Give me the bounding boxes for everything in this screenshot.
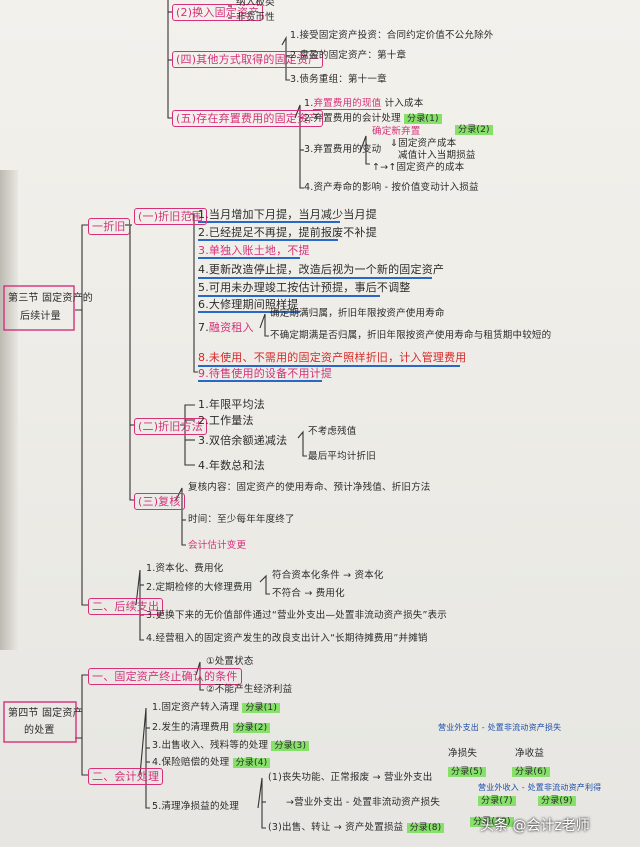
- sub-2: 2.定期检修的大修理费用: [146, 582, 253, 593]
- acc-5-2: →营业外支出 - 处置非流动资产损失: [286, 797, 441, 808]
- acc-1: 1.固定资产转入清理 分录(1): [152, 702, 281, 714]
- disposal-2: 2.弃置费用的会计处理 分录(1): [304, 113, 442, 125]
- review-1: 复核内容：固定资产的使用寿命、预计净残值、折旧方法: [188, 482, 431, 493]
- disposal-2-tag2: 分录(2): [455, 124, 493, 136]
- other-1: 1.接受固定资产投资：合同约定价值不公允除外: [290, 30, 494, 41]
- acc-5-1: (1)丧失功能、正常报废 → 营业外支出: [268, 772, 433, 783]
- derecognition-node: 一、固定资产终止确认的条件: [88, 668, 242, 685]
- section2-title-a: 第三节 固定资产的: [8, 293, 93, 304]
- method-3a: 不考虑残值: [308, 426, 357, 437]
- scope-5: 5.可用未办理竣工按估计预提，事后不调整: [198, 281, 411, 294]
- branch-exchange-asset: (2)换入固定资产: [172, 4, 264, 21]
- acc-5-3: (3)出售、转让 → 资产处置损益 分录(8): [268, 822, 445, 834]
- depreciation-node: 一折旧: [88, 218, 130, 235]
- disposal-3a: 确定新弃置: [372, 126, 421, 137]
- branch-exchange-b: 非货币性: [236, 12, 275, 23]
- accounting-node: 二、会计处理: [88, 768, 164, 785]
- acc-3: 3.出售收入、残料等的处理 分录(3): [152, 740, 310, 752]
- method-node: (二)折旧方法: [134, 418, 207, 435]
- sub-2b: 不符合 → 费用化: [272, 588, 345, 599]
- disposal-3c: 减值计入当期损益: [398, 150, 476, 161]
- scope-7: 7.融资租入: [198, 321, 254, 334]
- disposal-1: 1.弃置费用的现值 计入成本: [304, 98, 424, 110]
- other-3: 3.债务重组：第十一章: [290, 74, 387, 85]
- scope-4: 4.更新改造停止提，改造后视为一个新的固定资产: [198, 263, 445, 276]
- scope-7a: 确定期满归属，折旧年限按资产使用寿命: [270, 308, 445, 319]
- tag-10: 分录(10): [470, 816, 514, 828]
- disposal-3d: ↑→↑固定资产的成本: [372, 162, 465, 173]
- scope-1: 1.当月增加下月提，当月减少当月提: [198, 208, 377, 221]
- acc-2: 2.发生的清理费用 分录(2): [152, 722, 271, 734]
- disposal-3b: ⇓固定资产成本: [390, 138, 457, 149]
- method-2: 2.工作量法: [198, 414, 254, 427]
- scope-node: (一)折旧范围: [134, 208, 207, 225]
- scope-6: 6.大修理期间照样提: [198, 298, 299, 311]
- tag-7: 分录(7): [478, 795, 516, 807]
- derec-1: ①处置状态: [206, 656, 254, 667]
- sub-1: 1.资本化、费用化: [146, 563, 224, 574]
- tag-9: 分录(9): [538, 795, 576, 807]
- scope-2: 2.已经提足不再提，提前报废不补提: [198, 226, 377, 239]
- scope-8: 8.未使用、不需用的固定资产照样折旧，计入管理费用: [198, 351, 467, 364]
- tag-5: 分录(5): [448, 766, 486, 778]
- method-1: 1.年限平均法: [198, 398, 265, 411]
- sub-3: 3.更换下来的无价值部件通过“营业外支出—处置非流动资产损失”表示: [146, 610, 448, 621]
- branch-other-methods: (四)其他方式取得的固定资产: [172, 51, 324, 68]
- method-4: 4.年数总和法: [198, 459, 265, 472]
- note-gain: 营业外收入 - 处置非流动资产利得: [478, 783, 602, 792]
- scope-7b: 不确定期满是否归属，折旧年限按资产使用寿命与租赁期中较短的: [270, 330, 552, 341]
- watermark: 头条 @会计z老师: [480, 818, 590, 834]
- page-shadow: [0, 170, 18, 650]
- subsequent-node: 二、后续支出: [88, 598, 164, 615]
- scope-3: 3.单独入账土地，不提: [198, 244, 310, 257]
- section3-title-a: 第四节 固定资产: [8, 708, 83, 719]
- method-3b: 最后平均计折旧: [308, 451, 376, 462]
- net-loss-label: 净损失: [448, 748, 478, 759]
- section3-title-b: 的处置: [24, 725, 55, 736]
- section2-title-b: 后续计量: [20, 311, 61, 322]
- net-gain-label: 净收益: [515, 748, 545, 759]
- acc-5: 5.清理净损益的处理: [152, 801, 240, 812]
- other-2: 2.盘盈的固定资产：第十章: [290, 50, 407, 61]
- branch-exchange-a: 纳入板类: [236, 0, 275, 8]
- tag-6: 分录(6): [512, 766, 550, 778]
- disposal-3: 3.弃置费用的变动: [304, 144, 382, 155]
- scope-9: 9.待售使用的设备不用计提: [198, 367, 333, 380]
- acc-4: 4.保险赔偿的处理 分录(4): [152, 757, 271, 769]
- review-2: 时间：至少每年年度终了: [188, 514, 295, 525]
- sub-4: 4.经营租入的固定资产发生的改良支出计入“长期待摊费用”并摊销: [146, 633, 428, 644]
- disposal-4: 4.资产寿命的影响 - 按价值变动计入损益: [304, 182, 479, 193]
- review-node: (三)复核: [134, 493, 185, 510]
- derec-2: ②不能产生经济利益: [206, 684, 293, 695]
- review-3: 会计估计变更: [188, 540, 247, 551]
- method-3: 3.双倍余额递减法: [198, 434, 288, 447]
- note-loss: 营业外支出 - 处置非流动资产损失: [438, 723, 562, 732]
- sub-2a: 符合资本化条件 → 资本化: [272, 570, 384, 581]
- branch-disposal-cost: (五)存在弃置费用的固定资产: [172, 110, 324, 127]
